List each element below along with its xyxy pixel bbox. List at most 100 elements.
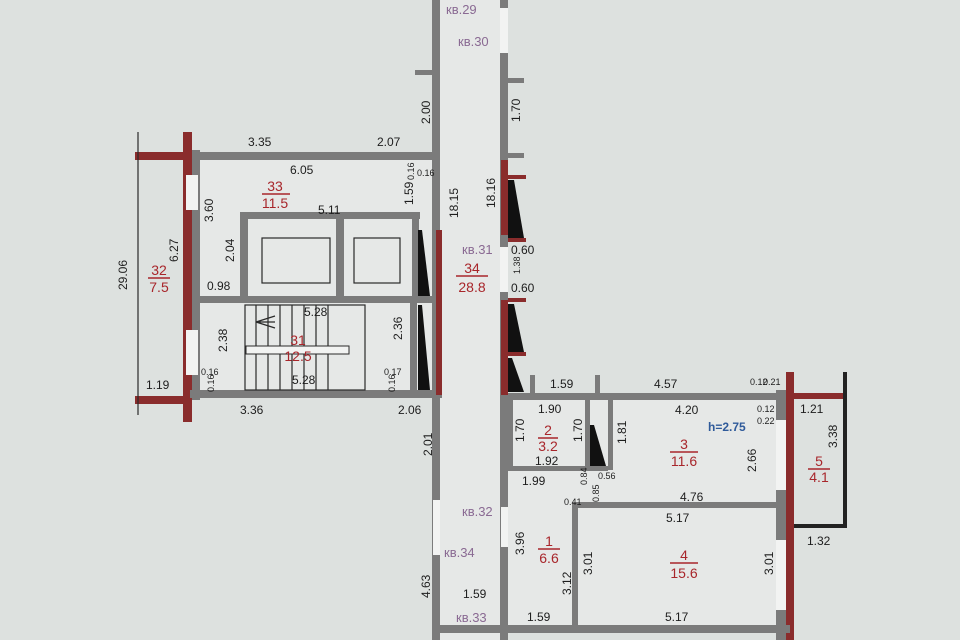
dimensions: 3.35 2.07 6.05 0.16 0.16 1.59 18.15 3.60… — [116, 98, 840, 624]
dim-label: 1.70 — [509, 98, 523, 122]
apartment-label: кв.30 — [458, 34, 489, 49]
dim-label: 6.05 — [290, 163, 314, 177]
room-31: 31 12.5 — [284, 332, 311, 364]
room-1: 1 6.6 — [538, 533, 560, 566]
dim-label: 4.63 — [419, 574, 433, 598]
dim-label: 3.35 — [248, 135, 272, 149]
dim-label: 3.38 — [826, 424, 840, 448]
dim-label: 1.92 — [535, 454, 559, 468]
dim-label: 0.16 — [201, 367, 219, 377]
room-32: 32 7.5 — [148, 262, 170, 295]
room-number: 5 — [815, 453, 823, 469]
dim-label: 29.06 — [116, 260, 130, 290]
dim-label: 5.28 — [304, 305, 328, 319]
room-33: 33 11.5 — [262, 178, 290, 211]
room-number: 31 — [290, 332, 306, 348]
room-2: 2 3.2 — [538, 422, 558, 454]
dim-label: 1.70 — [513, 418, 527, 442]
room-labels: 33 11.5 32 7.5 31 12.5 34 28.8 2 3.2 3 1… — [148, 178, 830, 581]
dim-label: 4.76 — [680, 490, 704, 504]
dim-label: 1.70 — [571, 418, 585, 442]
dim-label: 0.12 — [750, 377, 768, 387]
dim-label: 2.38 — [216, 328, 230, 352]
dim-label: 0.16 — [387, 374, 397, 392]
dim-label: 1.38 — [512, 256, 522, 274]
room-area: 28.8 — [458, 279, 485, 295]
dim-label: 1.59 — [527, 610, 551, 624]
dim-label: 3.60 — [202, 198, 216, 222]
dim-label: 3.01 — [581, 551, 595, 575]
dim-label: 1.21 — [800, 402, 824, 416]
ceiling-height-label: h=2.75 — [708, 420, 746, 434]
dim-label: 2.07 — [377, 135, 401, 149]
dim-label: 3.12 — [560, 571, 574, 595]
dim-label: 3.96 — [513, 531, 527, 555]
dim-label: 0.98 — [207, 279, 231, 293]
apartment-label: кв.32 — [462, 504, 493, 519]
dim-label: 2.01 — [421, 432, 435, 456]
dim-label: 1.19 — [146, 378, 170, 392]
room-area: 11.6 — [671, 453, 697, 469]
dim-label: 0.16 — [417, 168, 435, 178]
room-34: 34 28.8 — [456, 260, 488, 295]
room-area: 4.1 — [809, 469, 829, 485]
dim-label: 0.60 — [511, 243, 535, 257]
room-number: 3 — [680, 436, 688, 452]
room-area: 7.5 — [149, 279, 169, 295]
dim-label: 6.27 — [167, 238, 181, 262]
dim-label: 18.15 — [447, 188, 461, 218]
dim-label: 1.90 — [538, 402, 562, 416]
dim-label: 2.66 — [745, 448, 759, 472]
room-area: 12.5 — [284, 348, 311, 364]
dim-label: 2.06 — [398, 403, 422, 417]
dim-label: 5.17 — [666, 511, 690, 525]
dim-label: 0.56 — [598, 471, 616, 481]
room-number: 32 — [151, 262, 167, 278]
dim-label: 5.11 — [318, 203, 341, 217]
room-4: 4 15.6 — [670, 547, 698, 581]
room-number: 2 — [544, 422, 552, 438]
dim-label: 1.59 — [463, 587, 487, 601]
stairs — [244, 304, 366, 391]
apartment-label: кв.33 — [456, 610, 487, 625]
apartment-label: кв.31 — [462, 242, 493, 257]
dim-label: 0.84 — [579, 467, 589, 485]
room-number: 1 — [545, 533, 553, 549]
room-number: 4 — [680, 547, 688, 563]
dim-label: 18.16 — [484, 178, 498, 208]
dim-label: 0.22 — [757, 416, 775, 426]
apartment-label: кв.34 — [444, 545, 475, 560]
dim-label: 4.57 — [654, 377, 678, 391]
room-area: 6.6 — [539, 550, 559, 566]
dim-label: 5.28 — [292, 373, 316, 387]
dim-label: 0.16 — [406, 162, 416, 180]
room-area: 11.5 — [262, 195, 288, 211]
dim-label: 2.00 — [419, 100, 433, 124]
dim-label: 0.21 — [763, 377, 781, 387]
room-3: 3 11.6 — [670, 436, 698, 469]
dim-label: 0.41 — [564, 497, 582, 507]
apartment-label: кв.29 — [446, 2, 477, 17]
room-5: 5 4.1 — [808, 453, 830, 485]
dim-label: 0.16 — [206, 374, 216, 392]
room-number: 34 — [464, 260, 480, 276]
room-area: 3.2 — [538, 438, 558, 454]
dim-label: 5.17 — [665, 610, 689, 624]
dim-label: 1.59 — [402, 181, 416, 205]
dim-label: 1.32 — [807, 534, 831, 548]
dim-label: 2.04 — [223, 238, 237, 262]
dim-label: 1.59 — [550, 377, 574, 391]
dim-label: 1.99 — [522, 474, 546, 488]
dim-label: 1.81 — [615, 420, 629, 444]
dim-label: 3.01 — [762, 551, 776, 575]
walls — [135, 0, 847, 640]
dim-label: 0.85 — [591, 484, 601, 502]
dim-label: 3.36 — [240, 403, 264, 417]
room-area: 15.6 — [670, 565, 697, 581]
dim-label: 2.36 — [391, 316, 405, 340]
dim-label: 0.60 — [511, 281, 535, 295]
dim-label: 0.17 — [384, 367, 402, 377]
dim-label: 4.20 — [675, 403, 699, 417]
apartment-labels: кв.29 кв.30 кв.31 кв.32 кв.34 кв.33 — [444, 2, 493, 625]
